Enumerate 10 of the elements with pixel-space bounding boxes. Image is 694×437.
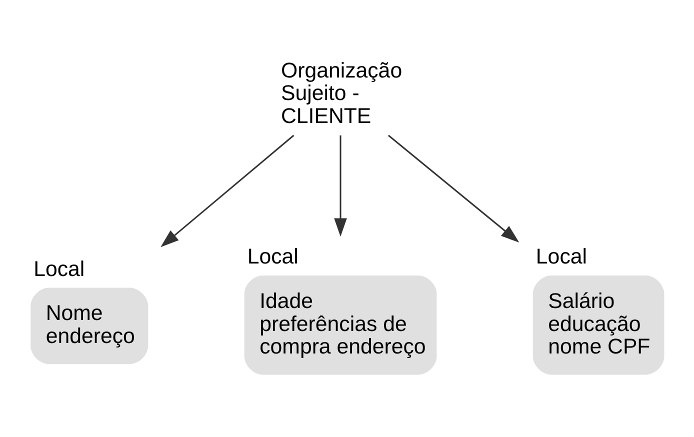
node-text: Organização Sujeito - CLIENTE	[280, 58, 402, 128]
node-box: Nome endereço	[30, 287, 148, 364]
arrow	[334, 134, 347, 236]
node-label: Local	[536, 244, 587, 268]
node-label: Local	[247, 244, 298, 268]
node-label: Local	[34, 256, 85, 280]
arrow	[160, 134, 294, 247]
node-box: Salário educação nome CPF	[532, 275, 664, 374]
node-box: Idade preferências de compra endereço	[244, 275, 437, 374]
arrow	[388, 134, 520, 242]
